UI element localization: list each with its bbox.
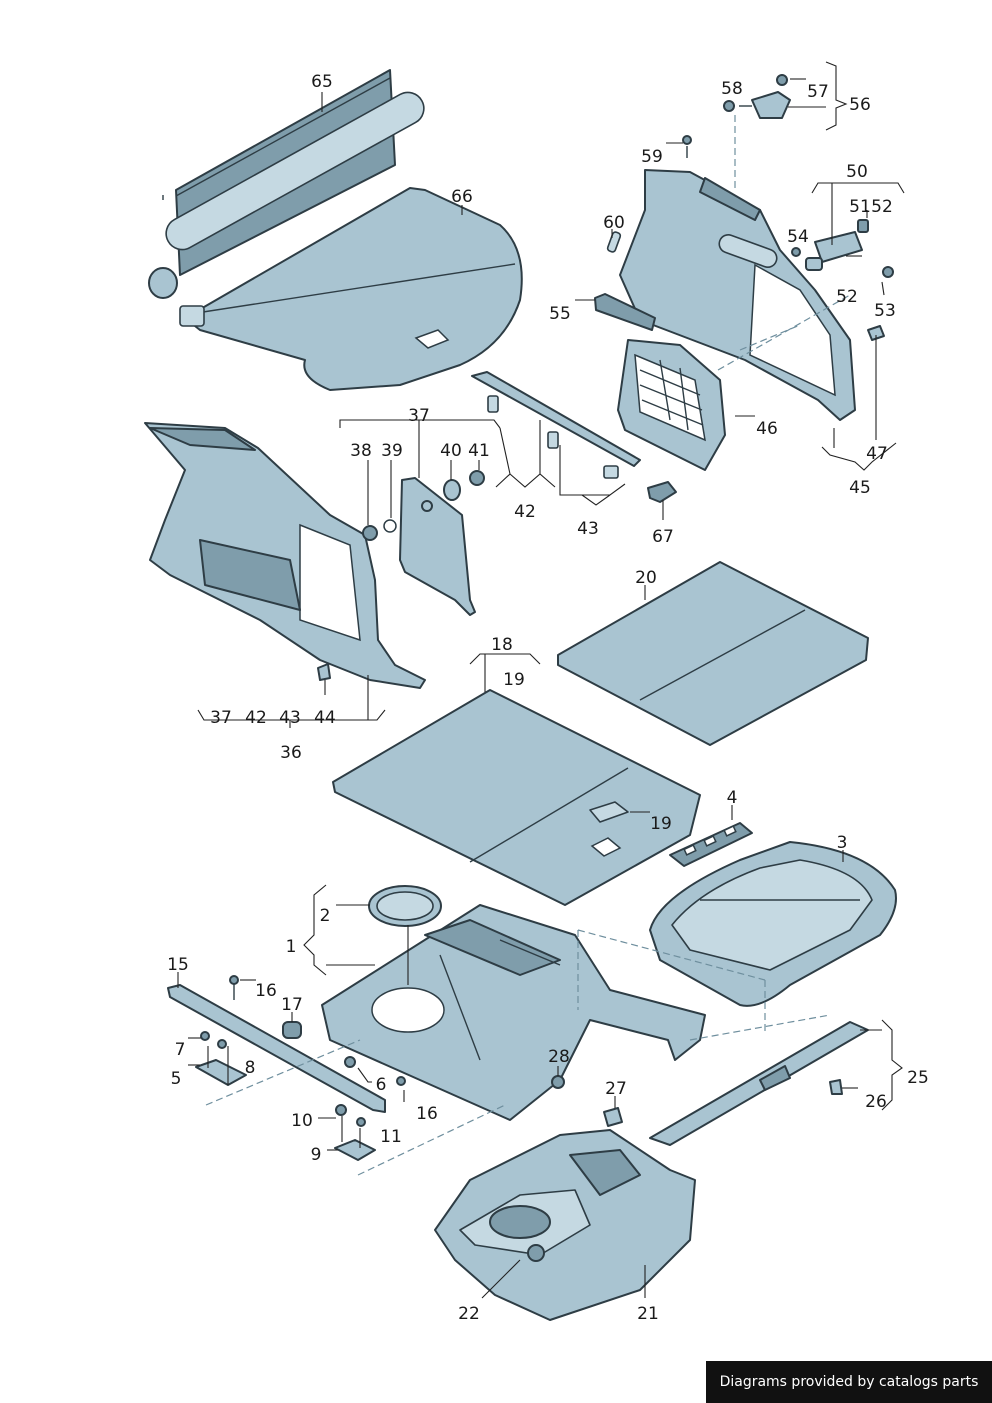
load-floor-panel-lower	[332, 689, 701, 906]
callout-7: 7	[175, 1040, 186, 1060]
callout-54: 54	[787, 227, 809, 247]
callout-27: 27	[605, 1079, 627, 1099]
boot-floor-pan	[321, 904, 706, 1121]
callout-10: 10	[291, 1111, 313, 1131]
callout-43-bottom: 43	[279, 708, 301, 728]
callout-4: 4	[727, 788, 738, 808]
callout-65: 65	[311, 72, 333, 92]
storage-holder-strip	[669, 822, 753, 867]
callout-38: 38	[350, 441, 372, 461]
right-side-trim-panel	[606, 169, 856, 421]
callout-22: 22	[458, 1304, 480, 1324]
callout-42-top: 42	[514, 502, 536, 522]
callout-19-bottom: 19	[650, 814, 672, 834]
callout-42-bottom: 42	[245, 708, 267, 728]
latch-and-screw	[551, 1075, 623, 1127]
small-fasteners	[195, 1031, 406, 1161]
leader-lines	[177, 61, 905, 1299]
trim-rail	[471, 371, 641, 479]
dashed-connectors	[205, 115, 851, 1176]
callout-41: 41	[468, 441, 490, 461]
callout-60: 60	[603, 213, 625, 233]
callout-43-top: 43	[577, 519, 599, 539]
cover-plug	[647, 481, 677, 503]
callout-40: 40	[440, 441, 462, 461]
boot-liner-tray	[649, 841, 897, 1007]
spare-wheel-tray	[434, 1129, 696, 1321]
callout-37-top: 37	[408, 406, 430, 426]
callout-45: 45	[849, 478, 871, 498]
callout-44: 44	[314, 708, 336, 728]
callout-1: 1	[286, 937, 297, 957]
callout-47: 47	[866, 444, 888, 464]
luggage-cover-roller-blind	[148, 69, 425, 299]
switch-strip	[594, 293, 656, 331]
callout-6: 6	[376, 1075, 387, 1095]
callout-16-top: 16	[255, 981, 277, 1001]
callout-labels: 65 66 58 57 56 59 50 51 52 60 54 52 53 5…	[167, 72, 929, 1324]
callout-57: 57	[807, 82, 829, 102]
callout-9: 9	[311, 1145, 322, 1165]
callout-18: 18	[491, 635, 513, 655]
callout-11: 11	[380, 1127, 402, 1147]
callout-17: 17	[281, 995, 303, 1015]
callout-15: 15	[167, 955, 189, 975]
storage-net-compartment	[617, 339, 726, 471]
callout-39: 39	[381, 441, 403, 461]
callout-51: 51	[849, 197, 871, 217]
callout-50: 50	[846, 162, 868, 182]
callout-8: 8	[245, 1058, 256, 1078]
callout-67: 67	[652, 527, 674, 547]
callout-26: 26	[865, 1092, 887, 1112]
callout-53: 53	[874, 301, 896, 321]
callout-2: 2	[320, 906, 331, 926]
callout-46: 46	[756, 419, 778, 439]
callout-56: 56	[849, 95, 871, 115]
callout-52-bottom: 52	[836, 287, 858, 307]
access-cover-with-fasteners	[317, 470, 485, 681]
callout-52-top: 52	[871, 197, 893, 217]
mounting-bracket-group	[682, 74, 791, 158]
callout-36: 36	[280, 743, 302, 763]
callout-3: 3	[837, 833, 848, 853]
callout-55: 55	[549, 304, 571, 324]
callout-59: 59	[641, 147, 663, 167]
luggage-cover-panel	[179, 187, 523, 391]
callout-20: 20	[635, 568, 657, 588]
callout-21: 21	[637, 1304, 659, 1324]
left-side-trim-panel	[144, 422, 426, 689]
callout-58: 58	[721, 79, 743, 99]
credit-text: Diagrams provided by catalogs parts	[719, 1374, 979, 1390]
credit-footer: Diagrams provided by catalogs parts	[706, 1361, 992, 1403]
callout-5: 5	[171, 1069, 182, 1089]
callout-37-bottom: 37	[210, 708, 232, 728]
callout-19-top: 19	[503, 670, 525, 690]
callout-16-bottom: 16	[416, 1104, 438, 1124]
spare-wheel-well-cover	[368, 885, 442, 927]
fastening-rail-group	[791, 219, 894, 341]
callout-66: 66	[451, 187, 473, 207]
callout-28: 28	[548, 1047, 570, 1067]
load-floor-panel-upper	[557, 561, 869, 746]
callout-25: 25	[907, 1068, 929, 1088]
